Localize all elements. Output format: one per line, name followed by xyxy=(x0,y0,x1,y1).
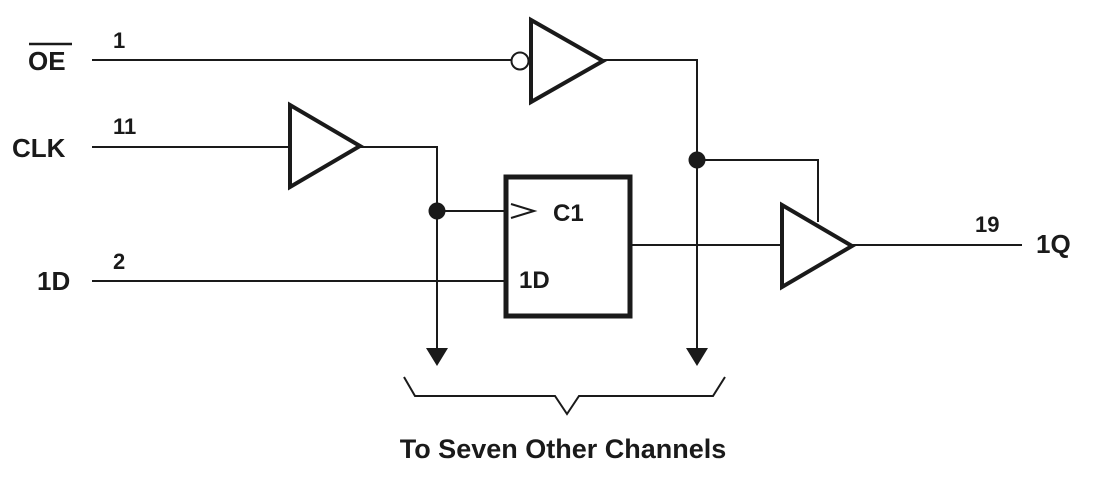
q-signal-label: 1Q xyxy=(1036,229,1071,259)
oe-internal-bus-wire xyxy=(603,59,698,350)
output-tristate-buffer xyxy=(780,201,856,291)
q-pin-number: 19 xyxy=(975,212,999,237)
clk-buffer xyxy=(288,101,364,191)
oe-channel-arrow xyxy=(686,348,708,366)
d-pin-number: 2 xyxy=(113,249,125,274)
clk-channel-arrow xyxy=(426,348,448,366)
clk-internal-bus-wire xyxy=(360,146,438,350)
d-signal-label: 1D xyxy=(37,266,70,296)
clock-edge-triangle-icon xyxy=(510,203,538,219)
flipflop-data-label: 1D xyxy=(519,267,550,294)
oe-enable-wire xyxy=(697,159,819,222)
caption: To Seven Other Channels xyxy=(400,434,727,464)
clk-pin-number: 11 xyxy=(113,114,136,139)
oe-inverting-buffer xyxy=(529,16,608,106)
channels-brace xyxy=(403,376,726,416)
clk-signal-label: CLK xyxy=(12,133,66,163)
oe-signal-label: OE xyxy=(28,46,66,76)
flipflop-clock-label: C1 xyxy=(553,200,584,227)
oe-pin-number: 1 xyxy=(113,28,125,53)
d-flipflop xyxy=(503,174,633,319)
oe-inversion-bubble xyxy=(510,51,530,71)
